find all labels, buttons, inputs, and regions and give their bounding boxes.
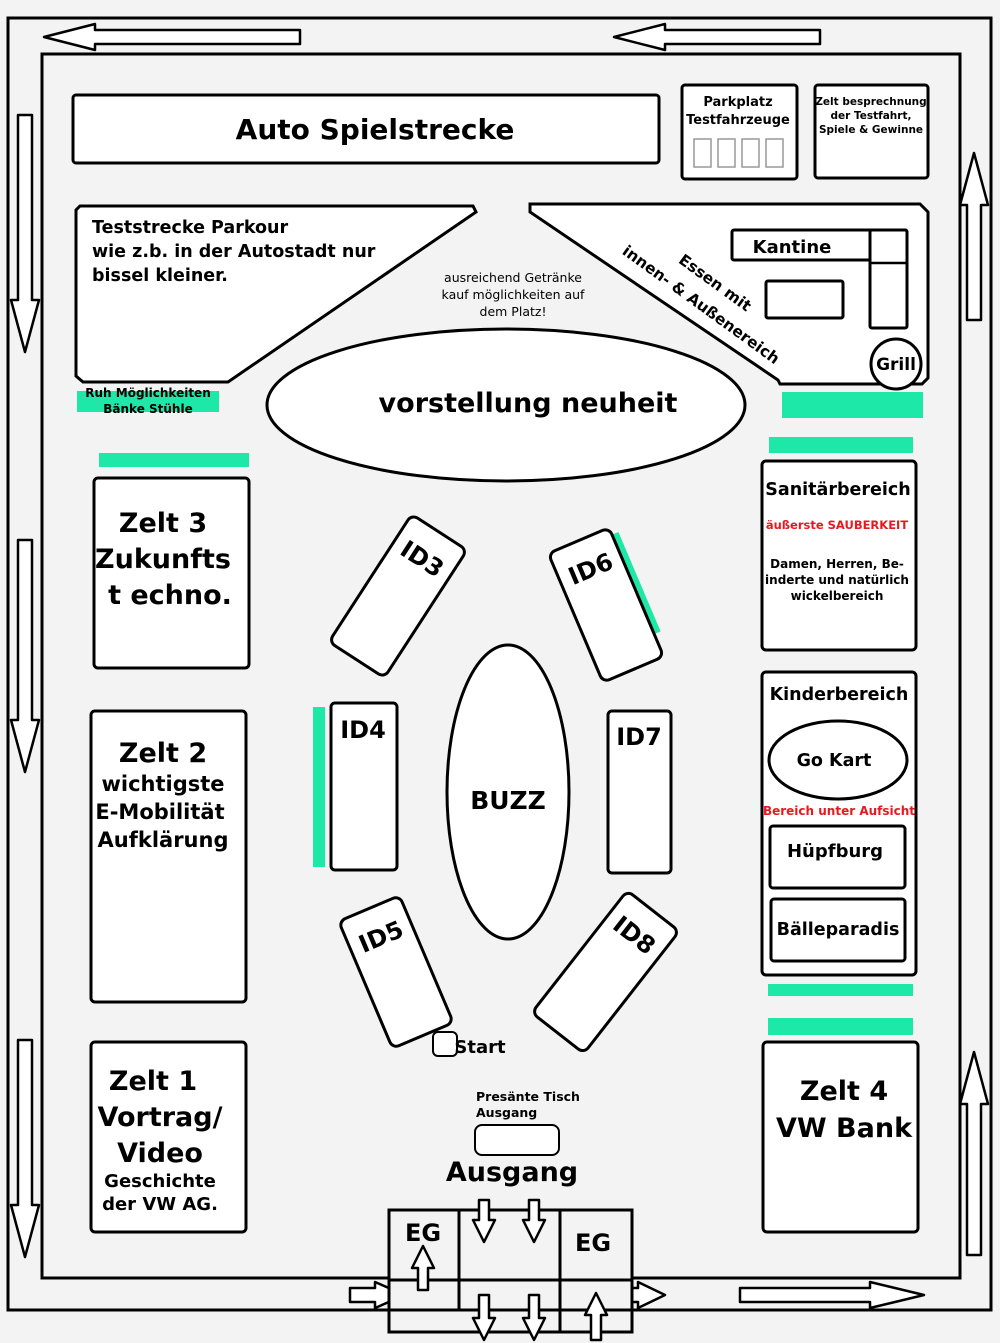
- arrow-left-icon: [42, 22, 302, 52]
- arrow-up-icon: [410, 1244, 436, 1292]
- teststrecke-area: [74, 204, 478, 384]
- zelt2-line4: Aufklärung: [98, 828, 229, 852]
- zelt4-box: [761, 1040, 920, 1234]
- huepfburg-box: [768, 824, 907, 890]
- grill-icon: [869, 337, 923, 391]
- buzz-stage: [445, 643, 571, 941]
- sanitaer-warning: äußerste SAUBERKEIT: [766, 518, 909, 532]
- arrow-right-icon: [738, 1280, 926, 1310]
- aufsicht-label: Bereich unter Aufsicht: [763, 804, 915, 818]
- sanitaer-title: Sanitärbereich: [765, 480, 910, 500]
- grill-label: Grill: [876, 355, 916, 375]
- parkplatz-line1: Parkplatz: [703, 95, 772, 110]
- getraenke-line1: ausreichend Getränke: [444, 270, 582, 285]
- arrow-up-icon: [958, 1050, 990, 1257]
- arrow-up-icon: [958, 151, 990, 322]
- bench: [99, 453, 249, 467]
- zelt-besprechung-line1: Zelt besprechnung: [815, 96, 926, 108]
- baelle-label: Bälleparadis: [777, 920, 900, 940]
- teststrecke-line1: Teststrecke Parkour: [92, 218, 288, 238]
- zelt1-line1: Zelt 1: [109, 1066, 197, 1097]
- zelt-besprechung-box: [813, 83, 930, 180]
- zelt4-line1: Zelt 4: [800, 1076, 888, 1107]
- zelt4-line2: VW Bank: [776, 1113, 913, 1144]
- zelt1-box: [89, 1040, 248, 1234]
- zelt2-box: [89, 709, 248, 1004]
- gokart-track: [767, 719, 909, 801]
- auto-spielstrecke-box: [71, 93, 661, 165]
- buzz-label: BUZZ: [470, 786, 546, 815]
- sanitaer-line1: Damen, Herren, Be-: [770, 557, 904, 571]
- station-id6: ID6: [548, 528, 664, 682]
- zelt3-line3: t echno.: [108, 580, 232, 611]
- kinder-title: Kinderbereich: [770, 685, 909, 705]
- kantine-side: [868, 228, 909, 330]
- teststrecke-line3: bissel kleiner.: [92, 266, 228, 286]
- eg-left-label: EG: [405, 1219, 441, 1247]
- arrow-down-icon: [521, 1198, 547, 1244]
- kantine-label: Kantine: [753, 237, 832, 258]
- ruh-line2: Bänke Stühle: [103, 402, 192, 416]
- gokart-label: Go Kart: [797, 751, 872, 771]
- kantine-table: [764, 279, 845, 320]
- zelt3-box: [92, 476, 251, 670]
- huepfburg-label: Hüpfburg: [787, 841, 883, 862]
- bench: [782, 392, 923, 418]
- arrow-down-icon: [521, 1293, 547, 1342]
- praesente-line2: Ausgang: [476, 1105, 537, 1120]
- station-id7: ID7: [606, 709, 673, 875]
- arrow-down-icon: [471, 1198, 497, 1244]
- station-id4: ID4: [329, 701, 399, 872]
- praesente-table: [474, 1124, 560, 1156]
- zelt3-line1: Zelt 3: [119, 508, 207, 539]
- bench: [769, 437, 913, 453]
- zelt2-line3: E-Mobilität: [95, 800, 224, 824]
- teststrecke-line2: wie z.b. in der Autostadt nur: [92, 242, 376, 262]
- sanitaer-box: [760, 459, 918, 652]
- id7-label: ID7: [616, 723, 662, 751]
- direction-arrows: [9, 22, 990, 1310]
- arrow-down-icon: [9, 538, 41, 774]
- parking-slots: [693, 138, 784, 168]
- zelt1-line4: Geschichte: [104, 1171, 216, 1192]
- arrow-down-icon: [471, 1293, 497, 1342]
- zelt1-line2: Vortrag/: [98, 1102, 223, 1133]
- zelt-besprechung-line3: Spiele & Gewinne: [819, 124, 923, 136]
- station-id3: ID3: [330, 515, 466, 677]
- sanitaer-line2: inderte und natürlich: [765, 573, 909, 587]
- getraenke-line2: kauf möglichkeiten auf: [442, 287, 586, 302]
- zelt-besprechung-line2: der Testfahrt,: [831, 110, 912, 122]
- station-id5: ID5: [339, 896, 453, 1048]
- arrow-down-icon: [9, 1038, 41, 1259]
- arrow-up-icon: [583, 1291, 609, 1342]
- bench: [768, 984, 913, 996]
- parkplatz-line2: Testfahrzeuge: [686, 113, 790, 128]
- praesente-line1: Presänte Tisch: [476, 1089, 580, 1104]
- station-id8: ID8: [533, 891, 678, 1053]
- zelt1-line5: der VW AG.: [102, 1194, 218, 1215]
- id4-label: ID4: [340, 716, 386, 744]
- zelt1-line3: Video: [117, 1138, 203, 1169]
- vorstellung-stage: [265, 327, 747, 483]
- getraenke-line3: dem Platz!: [480, 304, 547, 319]
- ausgang-label: Ausgang: [446, 1157, 578, 1188]
- baelle-box: [769, 897, 907, 963]
- start-marker: [432, 1031, 458, 1057]
- bench: [768, 1018, 913, 1035]
- zelt2-line2: wichtigste: [101, 772, 224, 796]
- zelt3-line2: Zukunfts: [95, 544, 231, 575]
- auto-spielstrecke-label: Auto Spielstrecke: [236, 113, 515, 146]
- bench: [313, 707, 325, 867]
- exit-gate: EG EG: [387, 1198, 634, 1342]
- eg-right-label: EG: [575, 1229, 611, 1257]
- ruh-bench: [77, 391, 219, 412]
- arrow-down-icon: [9, 113, 41, 354]
- zelt2-line1: Zelt 2: [119, 738, 207, 769]
- start-label: Start: [454, 1037, 506, 1058]
- arrow-left-icon: [612, 22, 822, 52]
- vorstellung-label: vorstellung neuheit: [379, 388, 678, 419]
- ruh-line1: Ruh Möglichkeiten: [85, 386, 211, 400]
- sanitaer-line3: wickelbereich: [791, 589, 884, 603]
